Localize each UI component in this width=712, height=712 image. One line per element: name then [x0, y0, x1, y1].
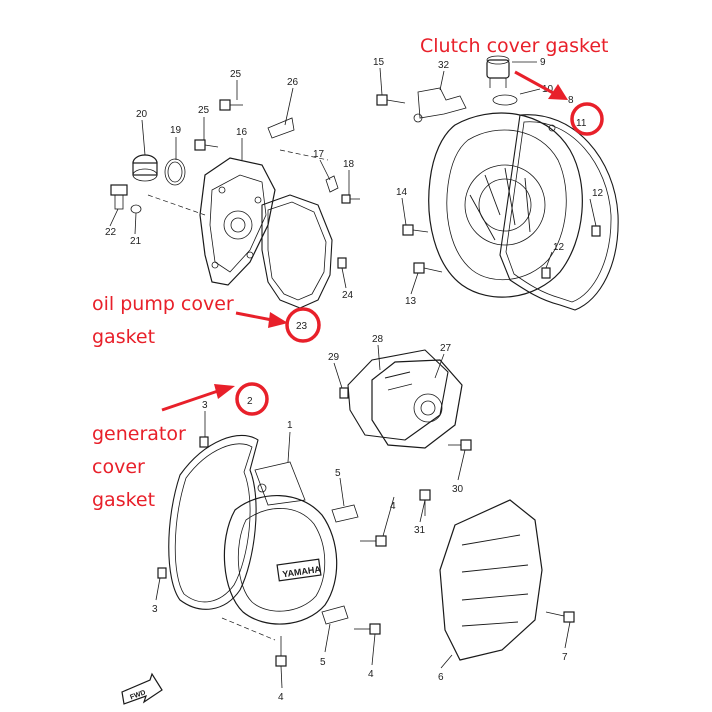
bolt	[219, 99, 243, 111]
dowel-pin	[339, 387, 349, 399]
generator-cover-gasket	[168, 434, 259, 610]
sprocket-cover	[439, 499, 543, 661]
callout-23: 23	[296, 321, 308, 332]
o-ring	[164, 158, 186, 186]
pump-cover	[371, 359, 463, 449]
callout-3: 3	[152, 604, 158, 615]
clutch-cover-gasket-label: Clutch cover gasket	[420, 35, 609, 57]
leader-lines	[109, 61, 597, 689]
callout-5: 5	[320, 657, 326, 668]
washer	[130, 204, 142, 214]
callout-12: 12	[592, 188, 604, 199]
generator-cover-gasket-label: generator cover gasket	[92, 423, 186, 511]
callout-19: 19	[170, 125, 182, 136]
callout-26: 26	[287, 77, 299, 88]
red-highlights	[161, 70, 604, 416]
arrow-clutch	[514, 70, 556, 96]
generator-cover-assembly: YAMAHA FWD	[121, 434, 387, 705]
drain-bolt	[110, 184, 128, 196]
bolt	[419, 489, 431, 516]
callout-21: 21	[130, 236, 142, 247]
oil-pump-cover-gasket	[261, 194, 333, 309]
part-callouts: 1 2 3 3 4 4 4 5 5 6 7 8 9 10 11 12 12 13…	[105, 57, 604, 703]
sprocket-cover-assembly	[439, 499, 575, 661]
oil-pump-cover-assembly	[110, 99, 360, 309]
bracket	[417, 87, 467, 119]
oil-pump-cover	[199, 157, 276, 286]
callout-4: 4	[278, 692, 284, 703]
bolt	[402, 224, 429, 236]
callout-7: 7	[562, 652, 568, 663]
callout-13: 13	[405, 296, 417, 307]
callout-25: 25	[230, 69, 242, 80]
oil-pump-cover-gasket-label: oil pump cover gasket	[92, 293, 234, 348]
arrow-oil-pump	[235, 311, 273, 322]
callout-24: 24	[342, 290, 354, 301]
callout-27: 27	[440, 343, 452, 354]
guide-bracket	[325, 175, 339, 193]
callout-4: 4	[368, 669, 374, 680]
highlight-ring-23	[285, 307, 321, 343]
bolt	[448, 439, 472, 451]
highlight-ring-11	[570, 102, 604, 136]
dowel-pin	[199, 436, 209, 448]
clamp	[267, 117, 295, 139]
cable-clamp	[331, 504, 359, 523]
callout-8: 8	[568, 95, 574, 106]
dowel-pin	[541, 267, 551, 279]
callout-11: 11	[576, 118, 587, 129]
bolt	[360, 535, 387, 547]
bolt	[413, 262, 443, 274]
bolt	[341, 194, 351, 204]
callout-18: 18	[343, 159, 355, 170]
oil-filler-cap	[486, 59, 510, 79]
bolt	[376, 94, 406, 106]
generator-cover	[223, 494, 338, 625]
callout-6: 6	[438, 672, 444, 683]
callout-31: 31	[414, 525, 426, 536]
dowel-pin	[337, 257, 347, 269]
callout-12: 12	[553, 242, 565, 253]
forward-arrow	[121, 672, 163, 705]
bolt	[545, 611, 575, 623]
dowel-pin	[591, 225, 601, 237]
callout-20: 20	[136, 109, 148, 120]
arrow-generator	[161, 389, 219, 412]
callout-15: 15	[373, 57, 385, 68]
callout-25: 25	[198, 105, 210, 116]
callout-4: 4	[390, 501, 396, 512]
callout-28: 28	[372, 334, 384, 345]
dowel-pin	[157, 567, 167, 579]
clutch-cover-assembly	[376, 55, 619, 311]
callout-16: 16	[236, 127, 248, 138]
callout-5: 5	[335, 468, 341, 479]
o-ring	[492, 94, 518, 106]
highlight-ring-2	[235, 382, 269, 416]
callout-14: 14	[396, 187, 408, 198]
callout-22: 22	[105, 227, 117, 238]
bolt	[354, 623, 381, 635]
callout-3: 3	[202, 400, 208, 411]
pump-cover-assembly	[339, 349, 472, 516]
clutch-cover	[428, 112, 583, 298]
callout-29: 29	[328, 352, 340, 363]
callout-9: 9	[540, 57, 546, 68]
callout-2: 2	[247, 396, 253, 407]
callout-32: 32	[438, 60, 450, 71]
callout-30: 30	[452, 484, 464, 495]
callout-17: 17	[313, 149, 325, 160]
bolt	[275, 636, 287, 667]
cable-clamp	[321, 605, 349, 625]
clutch-cover-gasket	[499, 114, 619, 311]
callout-1: 1	[287, 420, 293, 431]
bolt	[194, 139, 219, 151]
